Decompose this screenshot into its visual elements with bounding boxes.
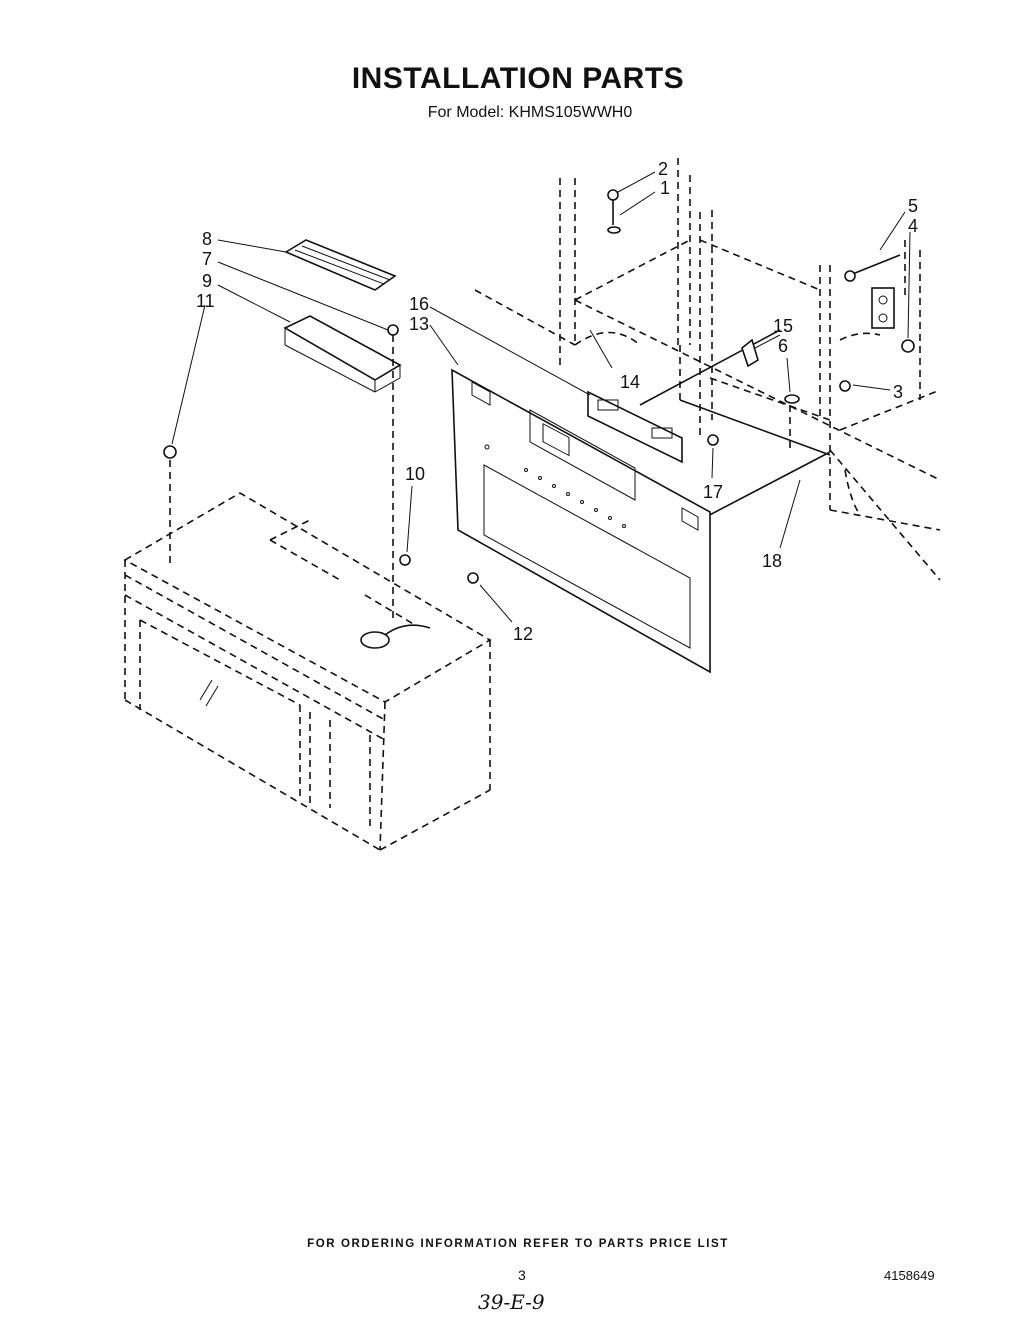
callout-4: 4 <box>908 216 918 236</box>
microwave-outline <box>123 492 492 851</box>
callout-6: 6 <box>778 336 788 356</box>
page-title: INSTALLATION PARTS <box>351 62 685 95</box>
leader-lines <box>171 171 911 623</box>
handwritten-note: 39-E-9 <box>478 1290 545 1314</box>
filter-bracket <box>283 315 402 393</box>
ordering-note: FOR ORDERING INFORMATION REFER TO PARTS … <box>307 1238 729 1250</box>
callout-labels: 1 2 3 4 5 6 7 8 9 10 11 12 13 14 15 16 1… <box>196 159 918 644</box>
template-outline <box>639 329 831 521</box>
callout-10: 10 <box>405 464 425 484</box>
callout-5: 5 <box>908 196 918 216</box>
callout-14: 14 <box>620 372 640 392</box>
callout-16: 16 <box>409 294 429 314</box>
callout-1: 1 <box>660 178 670 198</box>
page-number: 3 <box>518 1267 526 1283</box>
callout-8: 8 <box>202 229 212 249</box>
callout-12: 12 <box>513 624 533 644</box>
callout-15: 15 <box>773 316 793 336</box>
callout-18: 18 <box>762 551 782 571</box>
callout-2: 2 <box>658 159 668 179</box>
hardware-screws <box>163 189 915 620</box>
callout-11: 11 <box>196 291 215 311</box>
callout-13: 13 <box>409 314 429 334</box>
wall-cabinet-outline <box>474 158 941 581</box>
wall-outlet <box>871 287 895 329</box>
callout-3: 3 <box>893 382 903 402</box>
model-subtitle: For Model: KHMS105WWH0 <box>427 104 633 121</box>
mounting-plate <box>451 368 711 674</box>
document-number: 4158649 <box>884 1268 935 1283</box>
damper-part <box>284 239 397 291</box>
callout-9: 9 <box>202 271 212 291</box>
callout-7: 7 <box>202 249 212 269</box>
bracket-part <box>587 390 683 464</box>
callout-17: 17 <box>703 482 723 502</box>
